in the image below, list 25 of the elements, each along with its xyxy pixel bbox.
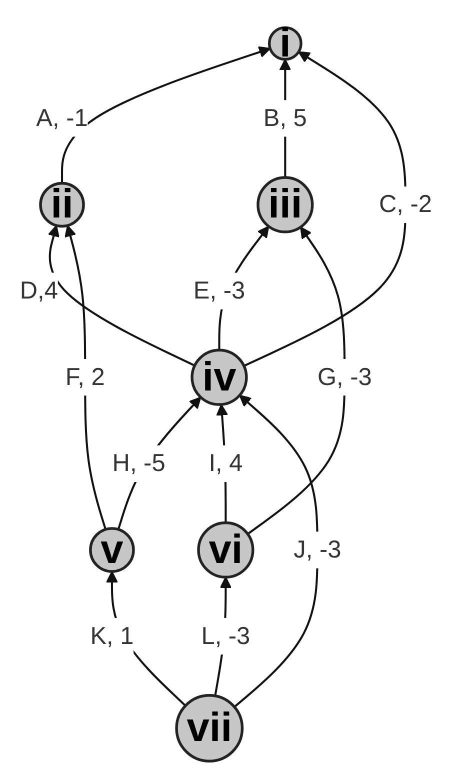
node-circle: v [89, 527, 135, 573]
edge-label: C, -2 [379, 190, 432, 218]
edge-label: E, -3 [193, 276, 246, 304]
node-circle: iv [190, 348, 248, 406]
arrow [48, 224, 196, 367]
edge-label: L, -3 [201, 622, 250, 650]
node-circle: i [268, 26, 302, 61]
arrow [61, 46, 271, 184]
arrow [247, 226, 346, 535]
node-circle: vi [197, 521, 254, 579]
arrow [234, 394, 319, 708]
edge-label: J, -3 [294, 536, 342, 563]
arrow [244, 51, 407, 367]
edge-label: K, 1 [90, 622, 134, 650]
edge-label: A, -1 [36, 104, 88, 132]
node-circle: iii [256, 176, 314, 234]
edge-label: D,4 [20, 276, 58, 304]
edge-label: B, 5 [263, 104, 308, 132]
node-circle: vii [175, 694, 244, 762]
edge-label: I, 4 [208, 449, 243, 477]
edge-label: G, -3 [318, 363, 372, 390]
edge-label: H, -5 [112, 449, 166, 477]
edge-label: F, 2 [65, 363, 105, 390]
arrow [64, 224, 107, 530]
node-circle: ii [39, 182, 85, 228]
